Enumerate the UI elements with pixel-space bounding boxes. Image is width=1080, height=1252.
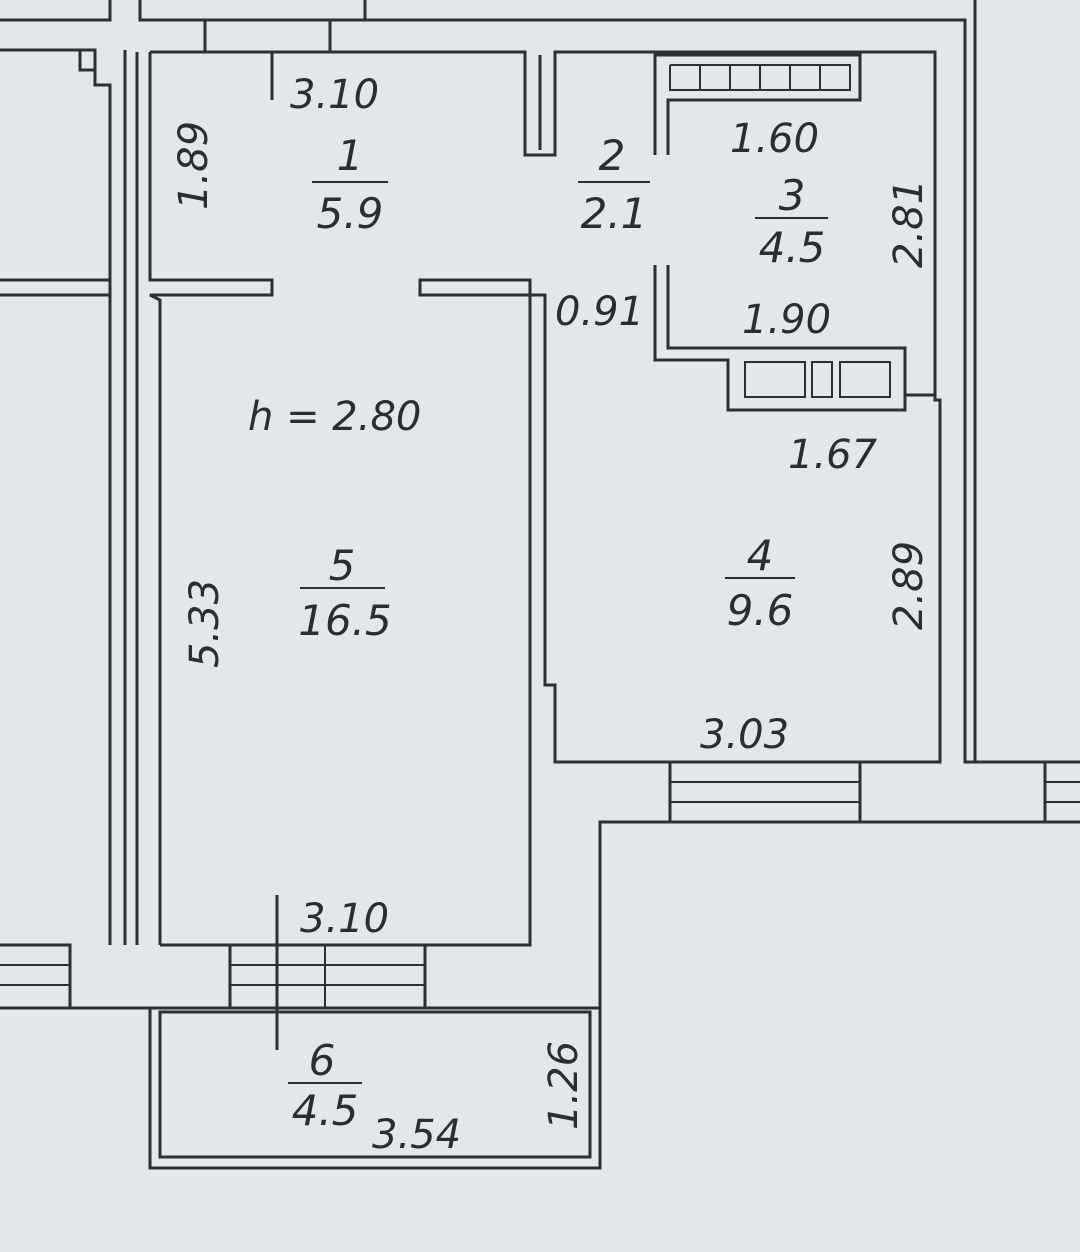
room-1-area: 5.9 — [317, 189, 384, 238]
ceiling-height: h = 2.80 — [248, 394, 421, 440]
dim-room4-depth: 2.89 — [886, 541, 932, 630]
dim-room4-width-bottom: 3.03 — [700, 712, 789, 758]
room-2-number: 2 — [599, 131, 626, 180]
dim-room1-width: 3.10 — [290, 72, 379, 118]
dim-room2-width: 0.91 — [555, 289, 644, 335]
walls — [0, 0, 1080, 1170]
dim-room1-depth: 1.89 — [171, 121, 217, 210]
room-4-area: 9.6 — [727, 586, 794, 635]
room-1-number: 1 — [337, 131, 364, 180]
room-5-number: 5 — [329, 541, 356, 590]
room-3-area: 4.5 — [759, 223, 826, 272]
room-3-number: 3 — [779, 171, 806, 220]
room-2-area: 2.1 — [581, 189, 648, 238]
room-5-area: 16.5 — [298, 596, 392, 645]
room-labels: 1 5.9 2 2.1 3 4.5 4 9.6 5 16.5 6 4.5 h =… — [248, 131, 828, 1135]
dim-balcony-depth: 1.26 — [541, 1041, 587, 1130]
dim-room3-width-top: 1.60 — [730, 116, 819, 162]
dim-room4-width-top: 1.67 — [788, 432, 878, 478]
dim-room3-width-bottom: 1.90 — [742, 297, 831, 343]
room-4-number: 4 — [747, 531, 774, 580]
dim-room3-depth: 2.81 — [886, 179, 932, 268]
dim-balcony-width: 3.54 — [372, 1112, 461, 1158]
dimension-labels: 3.10 1.89 1.60 2.81 0.91 1.90 1.67 2.89 … — [171, 72, 932, 1158]
room-6-number: 6 — [309, 1036, 336, 1085]
dim-room5-width: 3.10 — [300, 896, 389, 942]
dim-room5-depth: 5.33 — [182, 579, 228, 668]
room-6-area: 4.5 — [292, 1086, 359, 1135]
